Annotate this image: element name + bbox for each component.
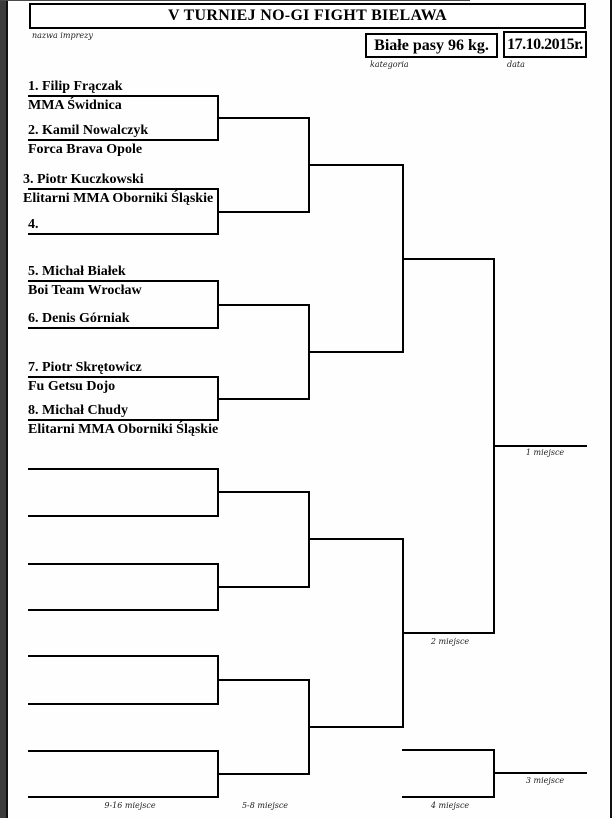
bracket-line-v — [217, 468, 219, 517]
bracket-line-h — [28, 468, 217, 470]
bracket-line-h — [308, 726, 402, 728]
entry-name: 5. Michał Białek — [28, 264, 126, 279]
date-value: 17.10.2015r. — [507, 35, 583, 53]
bracket-line-h — [28, 95, 217, 97]
bracket-line-h — [28, 376, 217, 378]
bracket-line-h — [217, 586, 308, 588]
bracket-line-v — [493, 258, 495, 634]
place-label-1: 1 miejsce — [525, 448, 565, 457]
bracket-line-h — [217, 491, 308, 493]
bracket-line-h — [493, 772, 587, 774]
bracket-line-h — [493, 445, 587, 447]
bracket-line-h — [308, 538, 402, 540]
bracket-line-h — [28, 703, 217, 705]
bracket-line-h — [217, 398, 308, 400]
page-border-top — [0, 0, 470, 1]
bracket-line-v — [308, 304, 310, 400]
bracket-line-v — [308, 491, 310, 588]
category-box: Białe pasy 96 kg. — [365, 33, 498, 58]
entry-name: 7. Piotr Skrętowicz — [28, 360, 142, 375]
bracket-line-v — [217, 563, 219, 611]
event-title: V TURNIEJ NO-GI FIGHT BIELAWA — [168, 7, 447, 24]
bracket-line-h — [28, 233, 217, 235]
entry-name: 3. Piotr Kuczkowski — [23, 172, 144, 187]
bracket-line-h — [28, 609, 217, 611]
bracket-line-v — [308, 679, 310, 775]
bracket-line-h — [28, 515, 217, 517]
entry-club: Boi Team Wrocław — [28, 283, 142, 298]
entry-club: Fu Getsu Dojo — [28, 379, 116, 394]
bracket-line-h — [217, 773, 308, 775]
bracket-line-h — [217, 679, 308, 681]
bracket-line-v — [402, 538, 404, 728]
bracket-line-h — [402, 632, 493, 634]
bracket-line-v — [308, 117, 310, 213]
place-label-3: 3 miejsce — [525, 776, 565, 785]
bracket-line-h — [308, 164, 402, 166]
entry-name: 4. — [28, 217, 39, 232]
bracket-line-v — [493, 749, 495, 798]
category-value: Białe pasy 96 kg. — [374, 36, 489, 54]
entry-name: 2. Kamil Nowalczyk — [28, 123, 149, 138]
bracket-line-h — [28, 327, 217, 329]
bracket-line-h — [28, 188, 217, 190]
entry-name: 6. Denis Górniak — [28, 311, 130, 326]
entry-name: 1. Filip Frączak — [28, 79, 123, 94]
entry-club: MMA Świdnica — [28, 98, 122, 113]
place-label-5-8: 5-8 miejsce — [241, 801, 289, 810]
entry-name: 8. Michał Chudy — [28, 403, 128, 418]
place-label-9-16: 9-16 miejsce — [104, 801, 156, 810]
place-label-4: 4 miejsce — [430, 801, 470, 810]
bracket-line-h — [217, 117, 308, 119]
bracket-line-h — [217, 211, 308, 213]
place-label-2: 2 miejsce — [430, 637, 470, 646]
event-title-caption: nazwa imprezy — [32, 31, 93, 40]
page-edge-left — [0, 0, 6, 818]
bracket-line-v — [217, 95, 219, 141]
bracket-line-h — [28, 796, 217, 798]
bracket-line-h — [28, 563, 217, 565]
bracket-line-h — [308, 351, 402, 353]
bracket-line-h — [402, 258, 493, 260]
bracket-line-v — [217, 655, 219, 705]
bracket-line-h — [28, 655, 217, 657]
date-caption: data — [507, 60, 525, 69]
bracket-line-h — [217, 304, 308, 306]
bracket-line-v — [217, 376, 219, 421]
bracket-line-v — [217, 750, 219, 798]
date-box: 17.10.2015r. — [503, 31, 587, 58]
category-caption: kategoria — [370, 60, 409, 69]
bracket-line-v — [217, 188, 219, 235]
entry-club: Forca Brava Opole — [28, 142, 143, 157]
page-border-right — [610, 0, 612, 818]
page-border-left — [6, 0, 8, 818]
bracket-line-v — [402, 164, 404, 353]
bracket-line-h — [28, 419, 217, 421]
bracket-line-h — [402, 749, 493, 751]
event-title-box: V TURNIEJ NO-GI FIGHT BIELAWA — [29, 3, 586, 29]
entry-club: Elitarni MMA Oborniki Śląskie — [28, 422, 219, 437]
bracket-line-h — [28, 280, 217, 282]
bracket-line-h — [402, 796, 493, 798]
bracket-line-h — [28, 750, 217, 752]
bracket-line-h — [28, 139, 217, 141]
entry-club: Elitarni MMA Oborniki Śląskie — [23, 191, 214, 206]
bracket-line-v — [217, 280, 219, 329]
